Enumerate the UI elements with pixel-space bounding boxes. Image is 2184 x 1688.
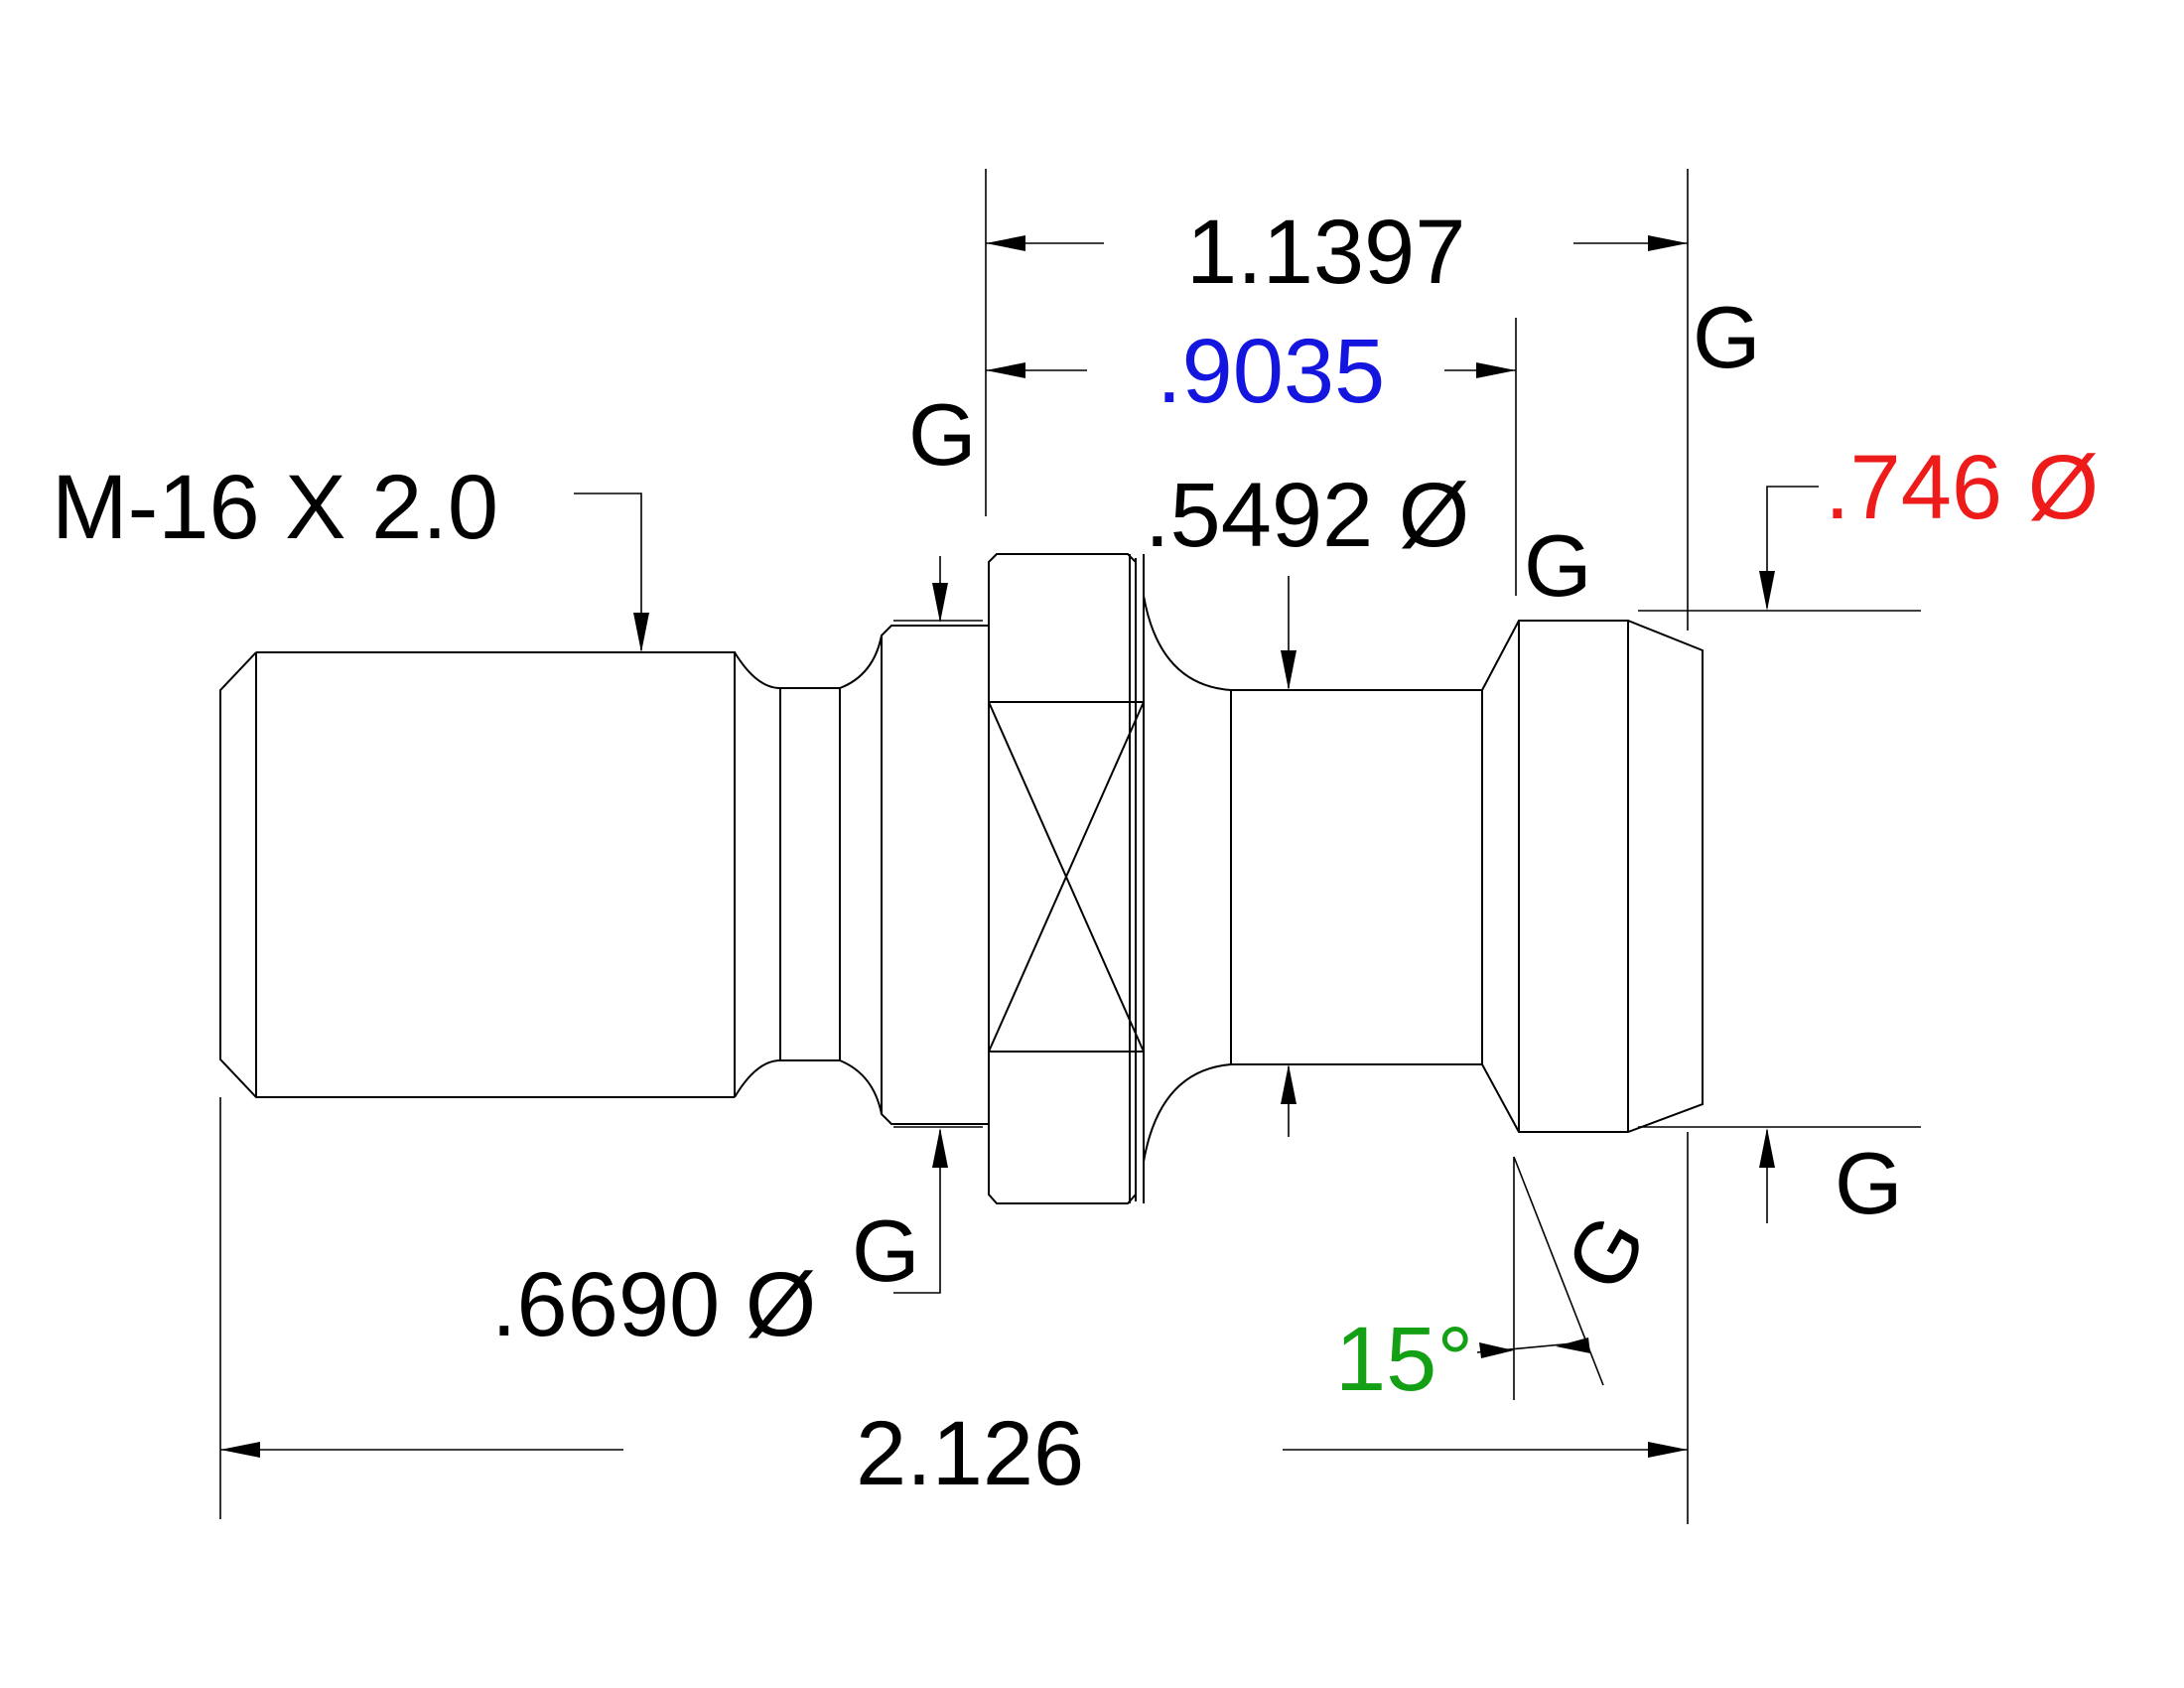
shank xyxy=(1230,689,1483,1065)
retention-head xyxy=(1481,620,1704,1133)
length-1-label: 1.1397 xyxy=(1186,202,1465,303)
overall-length-label: 2.126 xyxy=(856,1403,1084,1504)
hex-flange xyxy=(988,553,1137,1204)
length-2-label: .9035 xyxy=(1157,321,1385,422)
dimension-labels: M-16 X 2.0 2.126 1.1397 .9035 .5492 Ø .6… xyxy=(52,202,2099,1504)
g-mark: G xyxy=(1546,1198,1665,1307)
ground-symbols: G G G G G G xyxy=(852,288,1902,1307)
dia-2-label: .6690 Ø xyxy=(491,1254,816,1355)
thread-label: M-16 X 2.0 xyxy=(52,457,498,558)
neck-undercut xyxy=(734,634,883,1115)
collar xyxy=(881,625,990,1125)
g-mark: G xyxy=(1835,1134,1902,1232)
extension-lines xyxy=(219,169,1921,1524)
shank-radius xyxy=(1143,595,1232,1163)
part-outline xyxy=(219,553,1704,1204)
g-mark: G xyxy=(908,385,976,484)
angle-label: 15° xyxy=(1335,1309,1473,1410)
dimension-lines xyxy=(220,235,1819,1458)
thread-section xyxy=(219,651,736,1098)
dia-3-label: .746 Ø xyxy=(1825,437,2099,538)
g-mark: G xyxy=(1693,288,1760,386)
g-mark: G xyxy=(852,1201,919,1300)
dia-1-label: .5492 Ø xyxy=(1145,465,1469,566)
g-mark: G xyxy=(1524,516,1591,615)
